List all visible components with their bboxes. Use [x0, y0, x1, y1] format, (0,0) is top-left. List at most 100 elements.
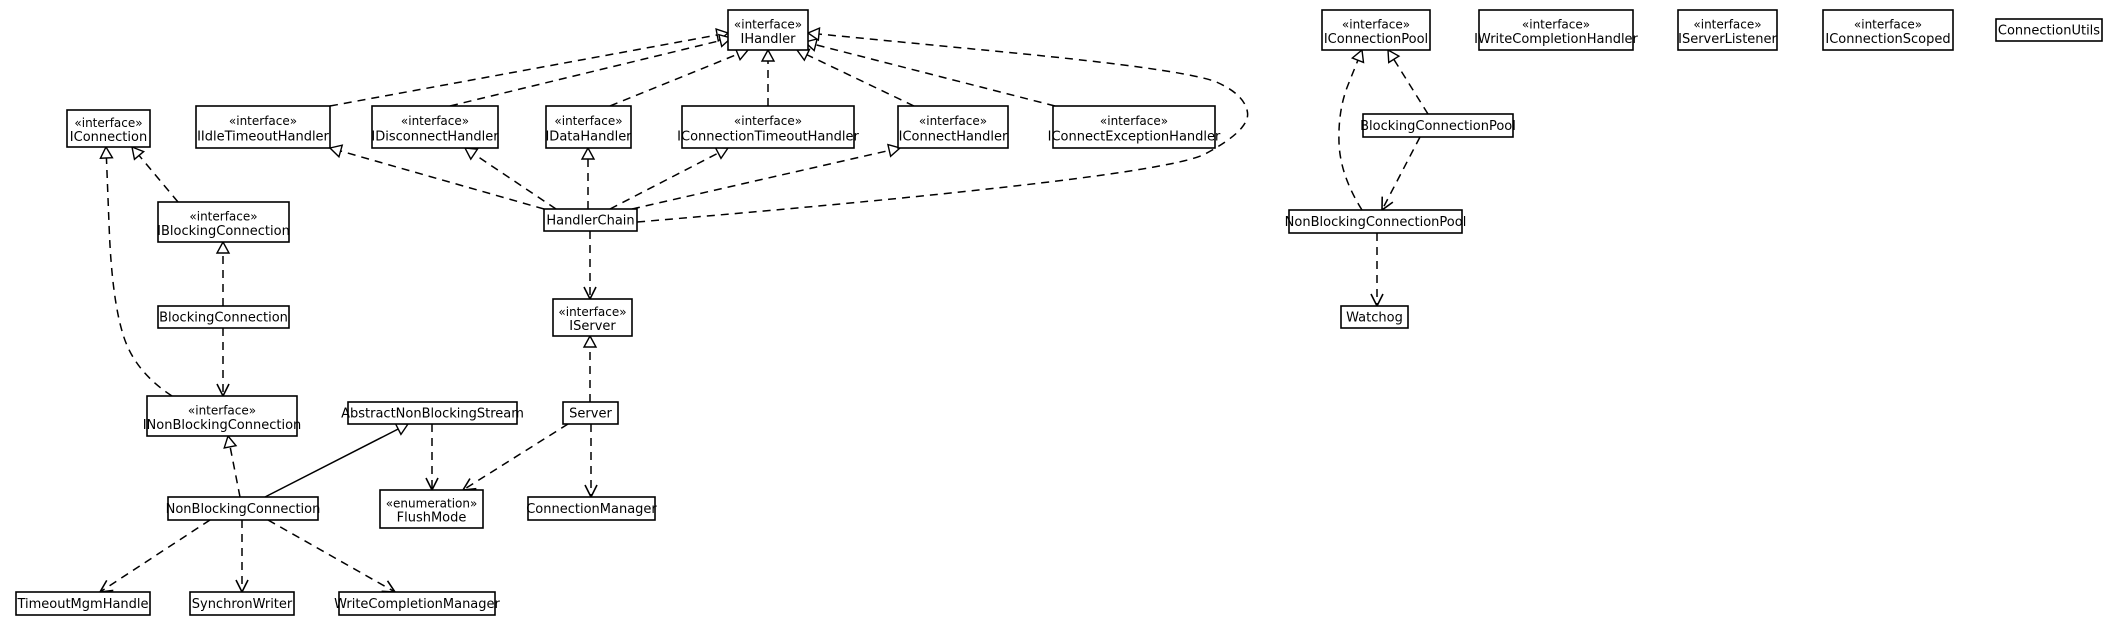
relation-i-connect-handler-to-i-handler — [795, 48, 915, 107]
class-stereotype: «interface» — [1342, 17, 1410, 31]
hollow-triangle-head — [131, 145, 146, 161]
class-box — [66, 109, 151, 148]
relation-line — [609, 152, 719, 210]
relation-handler-chain-to-i-server — [583, 231, 597, 301]
class-name: IConnectHandler — [899, 130, 1008, 145]
class-box — [527, 496, 656, 521]
class-i-connection-timeout-handler: «interface»IConnectionTimeoutHandler — [677, 105, 859, 149]
class-box — [347, 401, 518, 425]
class-box — [15, 591, 151, 616]
class-name: BlockingConnectionPool — [1360, 119, 1516, 134]
class-i-handler: «interface»IHandler — [727, 9, 809, 51]
class-name: IServerListener — [1678, 32, 1777, 47]
class-box — [552, 298, 633, 337]
class-name: IConnectExceptionHandler — [1048, 130, 1221, 145]
class-blocking-connection: BlockingConnection — [157, 305, 290, 329]
relation-non-blocking-connection-to-write-completion-manager — [267, 519, 397, 593]
relation-server-to-connection-manager — [584, 424, 598, 499]
class-name: IConnectionPool — [1324, 32, 1428, 47]
relation-line — [329, 34, 718, 107]
open-arrowhead — [1381, 196, 1394, 212]
class-i-server-listener: «interface»IServerListener — [1677, 9, 1778, 51]
class-stereotype: «interface» — [229, 114, 297, 128]
class-blocking-connection-pool: BlockingConnectionPool — [1360, 113, 1516, 138]
class-name: AbstractNonBlockingStream — [341, 407, 524, 422]
hollow-triangle-head — [223, 434, 238, 449]
relation-i-connection-timeout-handler-to-i-handler — [760, 48, 776, 106]
hollow-triangle-head — [886, 143, 902, 158]
class-box — [1288, 209, 1463, 234]
class-box — [545, 105, 632, 149]
class-name: ConnectionManager — [526, 502, 657, 517]
class-box — [1321, 9, 1431, 51]
class-i-disconnect-handler: «interface» IDisconnectHandler — [371, 105, 499, 149]
class-name: Server — [569, 407, 612, 422]
hollow-triangle-head — [99, 145, 114, 159]
relation-non-blocking-connection-to-timeout-mgm-handle — [98, 519, 211, 593]
class-stereotype: «interface» — [74, 116, 142, 130]
relation-non-blocking-connection-to-i-non-blocking-connection — [223, 434, 241, 498]
class-stereotype: «interface» — [919, 114, 987, 128]
class-timeout-mgm-handle: TimeoutMgmHandle — [15, 591, 151, 616]
relation-line — [264, 428, 399, 498]
hollow-triangle-head — [795, 48, 811, 62]
hollow-triangle-head — [760, 48, 776, 62]
class-stereotype: «interface» — [188, 403, 256, 417]
class-box — [1478, 9, 1634, 51]
class-name: IConnectionScoped — [1825, 32, 1950, 47]
classes-layer: «interface»IHandler«interface»IConnectio… — [15, 9, 2103, 616]
relation-blocking-connection-to-i-non-blocking-connection — [216, 328, 230, 398]
hollow-triangle-head — [1350, 48, 1365, 64]
class-box — [157, 305, 290, 329]
relation-handler-chain-to-i-idle-timeout-handler — [328, 144, 545, 210]
class-watchog: Watchog — [1340, 305, 1409, 329]
class-i-idle-timeout-handler: «interface»IIdleTimeoutHandler — [195, 105, 331, 149]
class-name: IDisconnectHandler — [371, 130, 499, 145]
class-box — [146, 395, 298, 437]
hollow-triangle-head — [463, 147, 479, 161]
class-i-blocking-connection: «interface»IBlockingConnection — [157, 201, 290, 243]
relation-line — [105, 157, 173, 397]
open-arrowhead — [461, 478, 477, 491]
relation-line — [1381, 136, 1421, 211]
class-name: IConnectionTimeoutHandler — [677, 130, 859, 145]
open-arrowhead — [381, 580, 397, 593]
relation-line — [473, 153, 557, 210]
relation-handler-chain-to-i-connect-handler — [631, 143, 902, 210]
class-box — [562, 401, 619, 425]
relation-line — [636, 33, 1249, 223]
relation-line — [1338, 59, 1363, 211]
relation-server-to-flush-mode — [461, 423, 569, 491]
relation-line — [806, 54, 915, 107]
class-box — [727, 9, 809, 51]
class-connection-manager: ConnectionManager — [526, 496, 657, 521]
relation-abstract-non-blocking-stream-to-flush-mode — [425, 424, 439, 492]
class-write-completion-manager: WriteCompletionManager — [334, 591, 501, 616]
class-stereotype: «interface» — [189, 209, 257, 223]
relation-blocking-connection-pool-to-i-connection-pool — [1387, 48, 1429, 115]
relation-i-idle-timeout-handler-to-i-handler — [329, 28, 730, 107]
class-stereotype: «interface» — [1100, 114, 1168, 128]
relation-server-to-i-server — [582, 334, 598, 402]
class-box — [1822, 9, 1954, 51]
class-name: IHandler — [740, 32, 796, 47]
class-i-connection-pool: «interface»IConnectionPool — [1321, 9, 1431, 51]
class-stereotype: «interface» — [1522, 17, 1590, 31]
class-i-write-completion-handler: «interface»IWriteCompletionHandler — [1474, 9, 1639, 51]
class-stereotype: «interface» — [734, 17, 802, 31]
class-box — [681, 105, 855, 149]
relation-line — [815, 44, 1056, 107]
class-i-non-blocking-connection: «interface»INonBlockingConnection — [143, 395, 301, 437]
relation-handler-chain-to-i-handler — [636, 26, 1249, 223]
class-stereotype: «interface» — [554, 114, 622, 128]
class-stereotype: «interface» — [401, 114, 469, 128]
class-name: SynchronWriter — [192, 597, 293, 612]
class-box — [189, 591, 295, 616]
hollow-triangle-head — [215, 240, 231, 254]
hollow-triangle-head — [806, 26, 821, 42]
class-box — [371, 105, 499, 149]
relation-line — [99, 519, 211, 593]
class-name: WriteCompletionManager — [334, 597, 500, 612]
class-name: TimeoutMgmHandle — [16, 597, 148, 612]
class-connection-utils: ConnectionUtils — [1995, 18, 2103, 42]
